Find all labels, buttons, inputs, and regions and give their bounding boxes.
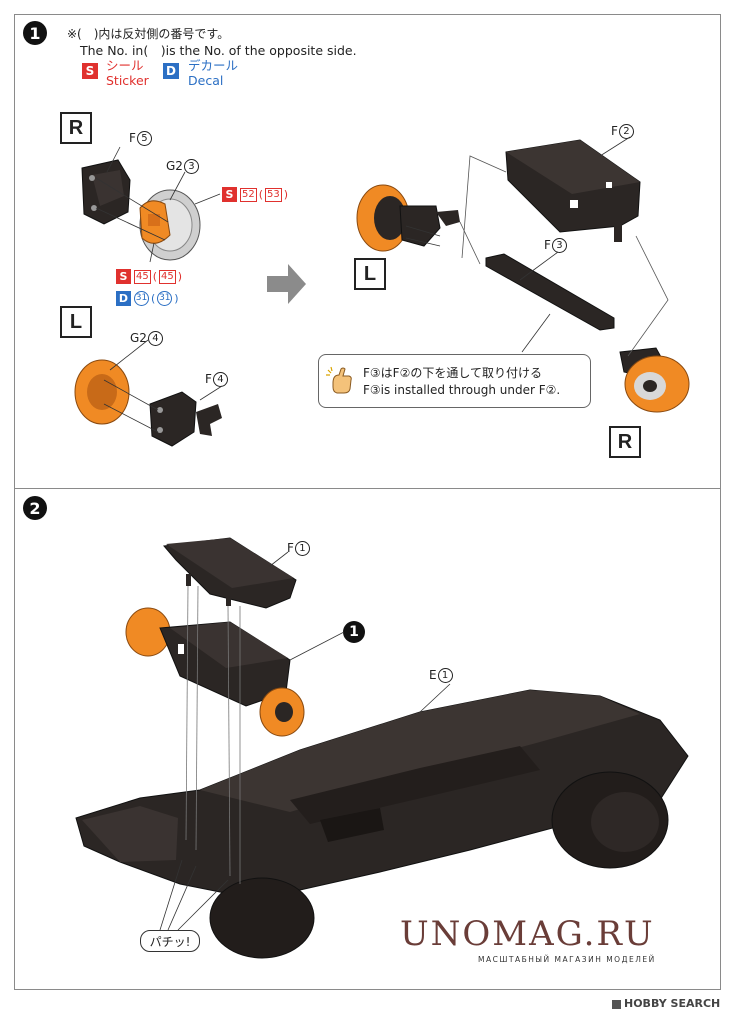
snap-label: パチッ! [140, 930, 200, 952]
assembled-left-box: L [354, 258, 386, 290]
source-text: HOBBY SEARCH [624, 997, 721, 1010]
decal-legend-label: デカール Decal [188, 58, 238, 88]
upright-f4-left [103, 379, 223, 447]
left-side-box: L [60, 306, 92, 338]
watermark-subtitle: МАСШТАБНЫЙ МАГАЗИН МОДЕЛЕЙ [478, 955, 656, 964]
step-number-badge-2: 2 [23, 496, 47, 520]
note-japanese: ※( )内は反対側の番号です。 [67, 27, 230, 41]
decal-label-en: Decal [188, 73, 224, 88]
assembly-arrow [267, 264, 306, 304]
sticker-label-jp: シール [106, 58, 144, 73]
decal-legend-icon: D [163, 63, 179, 79]
watermark-logo: UNOMAG.RU [400, 914, 655, 954]
decal-mark: D [116, 291, 131, 306]
step-number-badge: 1 [23, 21, 47, 45]
assembled-brake-right [619, 347, 690, 413]
part-f1-plate [163, 537, 297, 609]
part-f3-rod [485, 251, 615, 353]
pointing-hand-icon [326, 366, 352, 394]
sticker-legend-icon: S [82, 63, 98, 79]
note-english: The No. in( )is the No. of the opposite … [80, 43, 357, 58]
instruction-callout: F③はF②の下を通して取り付ける F③is installed through … [318, 354, 591, 408]
part-f2-block [505, 136, 641, 242]
brake-disc-right [95, 171, 221, 263]
subassembly-ref-badge: 1 [343, 621, 365, 643]
source-credit: HOBBY SEARCH [612, 997, 720, 1010]
sticker-mark: S [116, 269, 131, 284]
hobby-search-icon [612, 999, 621, 1009]
sticker-mark: S [222, 187, 237, 202]
decal-label-jp: デカール [188, 58, 239, 73]
assembled-right-box: R [609, 426, 641, 458]
upright-f5-right [81, 146, 131, 225]
callout-text-en: F③is installed through under F②. [363, 383, 561, 397]
callout-text-jp: F③はF②の下を通して取り付ける [363, 366, 542, 380]
sticker-label-en: Sticker [106, 73, 149, 88]
subassembly-1 [125, 607, 345, 737]
chassis-e1 [75, 683, 689, 959]
right-side-box: R [60, 112, 92, 144]
step-1-panel [14, 14, 721, 490]
assembled-brake-left [356, 184, 460, 252]
sticker-legend-label: シール Sticker [106, 58, 149, 88]
